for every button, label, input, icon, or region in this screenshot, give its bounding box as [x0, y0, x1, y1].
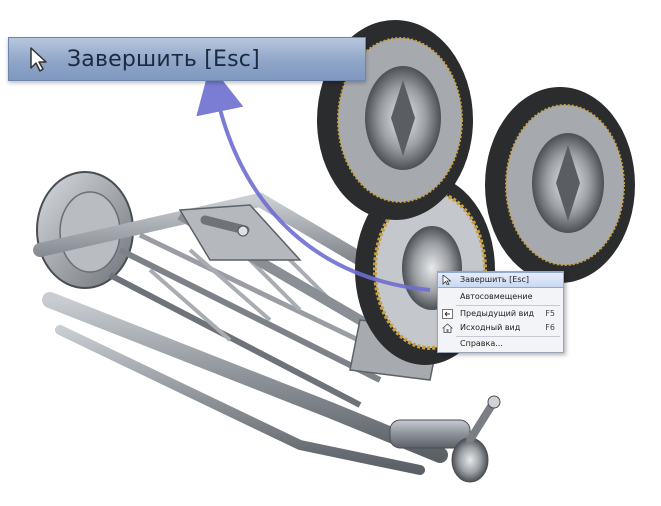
cursor-arrow-icon: [442, 275, 452, 285]
menu-separator: [456, 336, 560, 337]
context-menu: Завершить [Esc] Автосовмещение Предыдущи…: [437, 271, 564, 353]
menu-separator: [456, 305, 560, 306]
menu-item-help[interactable]: Справка...: [460, 339, 503, 348]
finish-banner-label: Завершить [Esc]: [67, 46, 260, 72]
menu-item-home-view[interactable]: Исходный вид F6: [438, 321, 563, 335]
cursor-arrow-icon: [30, 47, 47, 72]
wheel-right: [485, 87, 635, 283]
menu-item-finish[interactable]: Завершить [Esc]: [437, 272, 564, 288]
finish-banner: Завершить [Esc]: [8, 37, 366, 81]
menu-item-auto-align[interactable]: Автосовмещение: [460, 292, 533, 301]
previous-view-icon: [442, 309, 453, 319]
menu-item-previous-view[interactable]: Предыдущий вид F5: [438, 307, 563, 321]
home-icon: [442, 323, 453, 333]
callout-arrow: [196, 64, 431, 292]
